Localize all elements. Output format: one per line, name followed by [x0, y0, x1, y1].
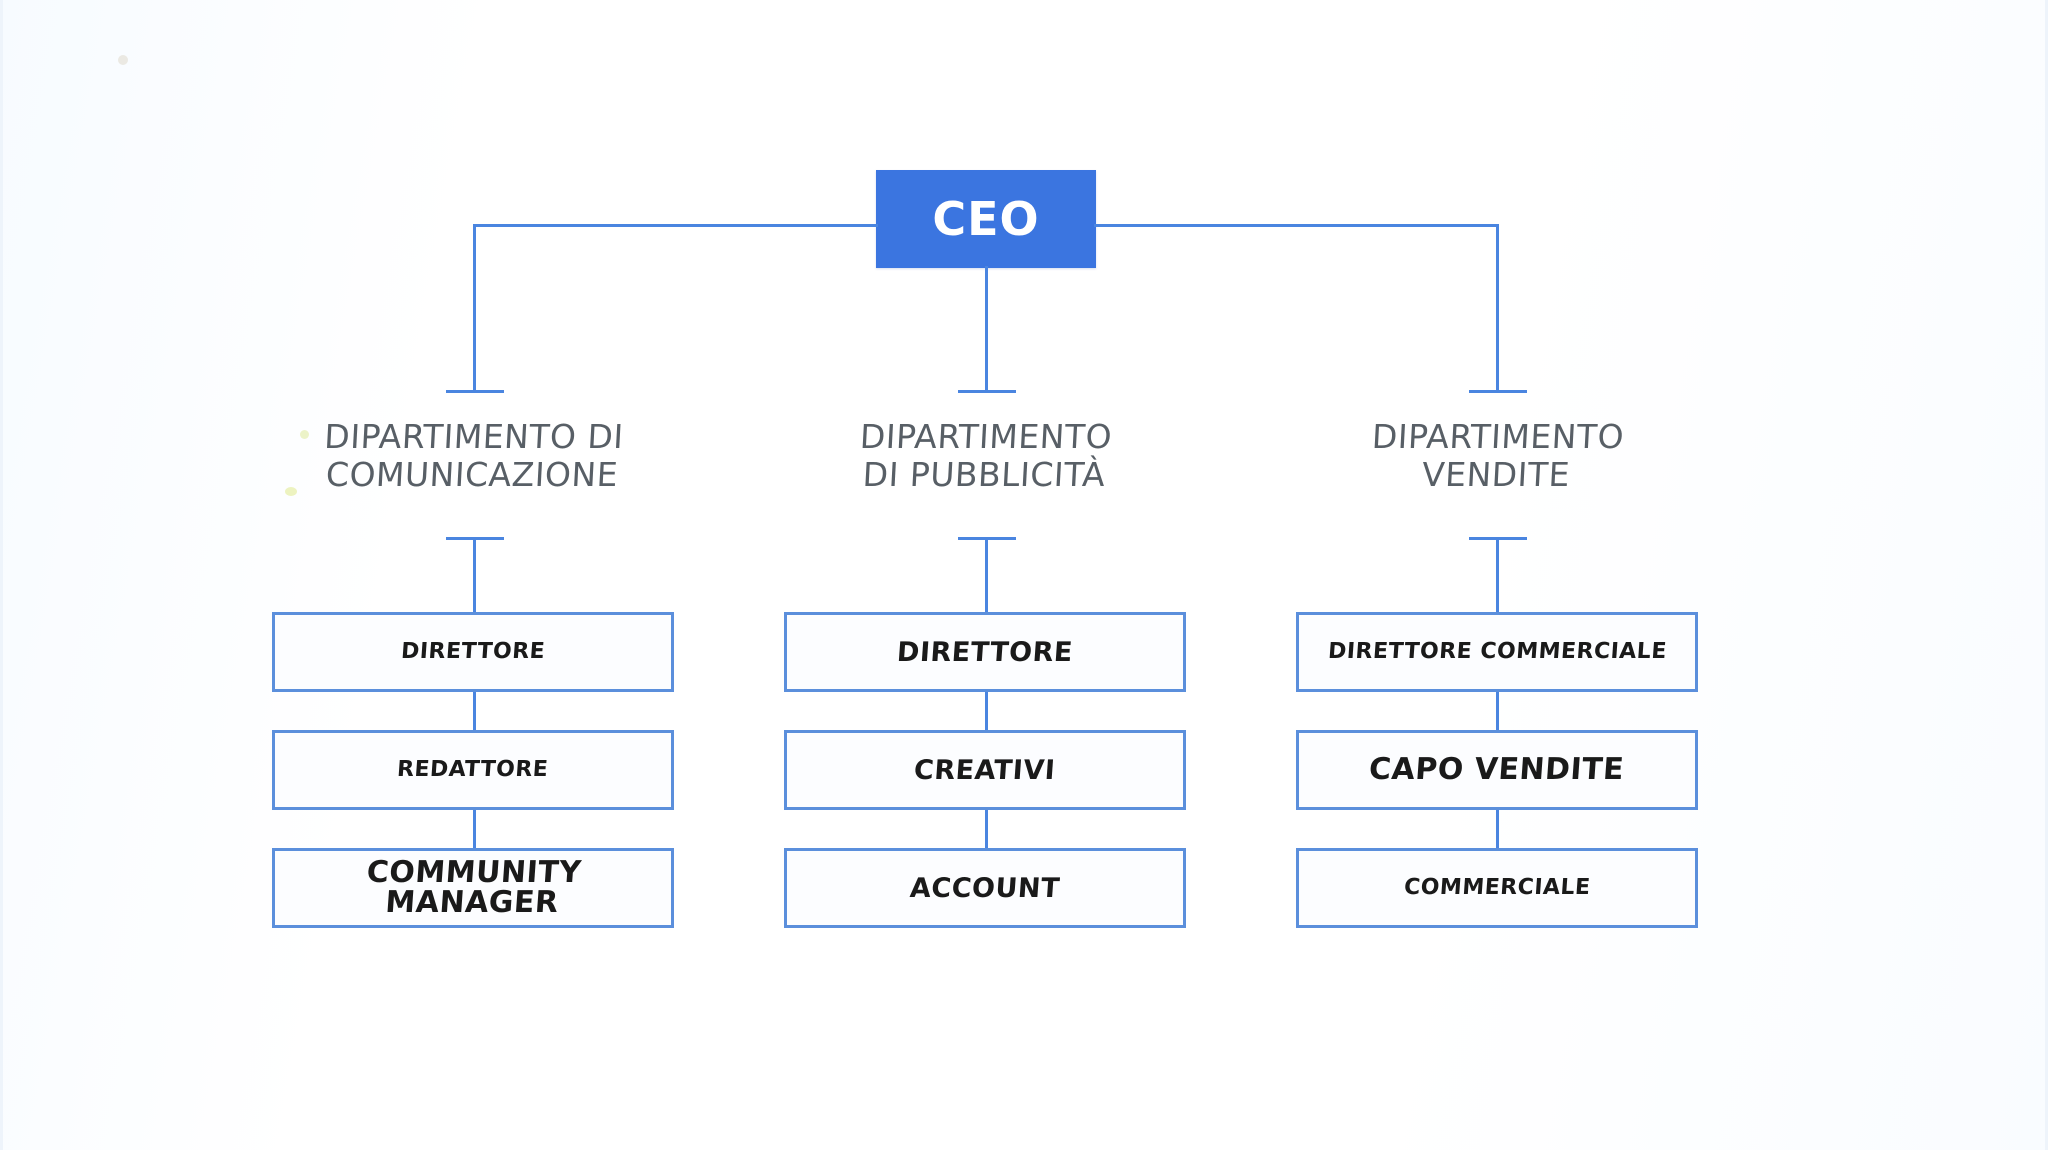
scan-smudge: [118, 55, 128, 65]
connector-ceo-spine-right: [1094, 224, 1499, 227]
role-label: CREATIVI: [913, 754, 1057, 786]
role-label: COMMUNITY MANAGER: [365, 855, 583, 920]
connector-dept1-top-stub: [446, 390, 504, 393]
role-label: DIRETTORE: [400, 639, 546, 664]
left-edge-rule: [0, 0, 3, 1150]
connector-dept3-to-role1: [1496, 537, 1499, 614]
ceo-node[interactable]: CEO: [876, 170, 1096, 268]
connector-col2-role2-role3: [985, 806, 988, 850]
role-label: DIRETTORE: [895, 636, 1075, 668]
role-box-col2-creativi[interactable]: CREATIVI: [784, 730, 1186, 810]
role-label: COMMERCIALE: [1402, 875, 1592, 900]
ceo-label: CEO: [932, 192, 1040, 246]
role-box-col1-redattore[interactable]: REDATTORE: [272, 730, 674, 810]
connector-dept2-to-role1: [985, 537, 988, 614]
connector-col2-role1-role2: [985, 690, 988, 734]
role-box-col2-account[interactable]: ACCOUNT: [784, 848, 1186, 928]
connector-dept2-top-stub: [958, 390, 1016, 393]
connector-col3-role1-role2: [1496, 690, 1499, 734]
connector-ceo-to-dept3: [1496, 224, 1499, 392]
right-edge-rule: [2045, 0, 2048, 1150]
connector-ceo-to-dept2: [985, 266, 988, 392]
dept-title-vendite: DIPARTIMENTO VENDITE: [1370, 417, 1626, 494]
role-label: CAPO VENDITE: [1368, 752, 1626, 787]
role-box-col3-commerciale[interactable]: COMMERCIALE: [1296, 848, 1698, 928]
connector-ceo-to-dept1: [473, 224, 476, 392]
dept-title-comunicazione: DIPARTIMENTO DI COMUNICAZIONE: [323, 417, 625, 494]
role-label: REDATTORE: [396, 757, 550, 782]
role-box-col1-community-manager[interactable]: COMMUNITY MANAGER: [272, 848, 674, 928]
role-box-col2-direttore[interactable]: DIRETTORE: [784, 612, 1186, 692]
role-box-col1-direttore[interactable]: DIRETTORE: [272, 612, 674, 692]
dept-title-pubblicita: DIPARTIMENTO DI PUBBLICITÀ: [858, 417, 1114, 494]
connector-dept3-top-stub: [1469, 390, 1527, 393]
connector-ceo-spine-left: [473, 224, 878, 227]
role-box-col3-direttore-commerciale[interactable]: DIRETTORE COMMERCIALE: [1296, 612, 1698, 692]
connector-dept1-to-role1: [473, 537, 476, 614]
role-label: DIRETTORE COMMERCIALE: [1326, 639, 1668, 664]
connector-col1-role1-role2: [473, 690, 476, 734]
connector-col3-role2-role3: [1496, 806, 1499, 850]
role-box-col3-capo-vendite[interactable]: CAPO VENDITE: [1296, 730, 1698, 810]
role-label: ACCOUNT: [908, 872, 1062, 904]
connector-col1-role2-role3: [473, 806, 476, 850]
